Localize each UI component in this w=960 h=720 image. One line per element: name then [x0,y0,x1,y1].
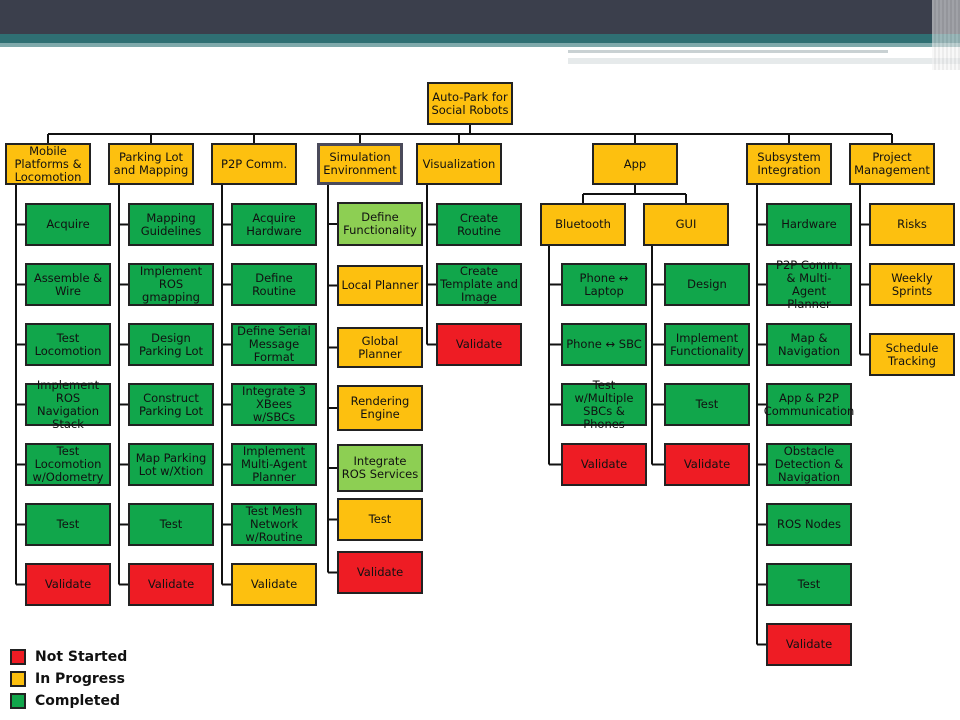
task-gui-validate: Validate [664,443,750,486]
task-mobile-platforms-locomotion-test: Test [25,503,111,546]
task-bluetooth-test-w-multiple-sbcs-phones: Test w/Multiple SBCs & Phones [561,378,647,430]
task-mobile-platforms-locomotion-implement-ros-navigation-stack: Implement ROS Navigation Stack [25,378,111,430]
slide-accent-line [568,50,888,53]
task-subsystem-integration-map-navigation: Map & Navigation [766,323,852,366]
slide-accent-line [568,58,960,64]
task-parking-lot-and-mapping-implement-ros-gmapping: Implement ROS gmapping [128,263,214,306]
task-subsystem-integration-app-p2p-communication: App & P2P Communication [764,383,854,426]
task-parking-lot-and-mapping-validate: Validate [128,563,214,606]
task-p2p-comm-test-mesh-network-w-routine: Test Mesh Network w/Routine [231,503,317,546]
task-bluetooth-phone-sbc: Phone ↔ SBC [561,323,647,366]
column-header-visualization: Visualization [416,143,502,185]
slide-header-bar [0,0,960,34]
task-gui-implement-functionality: Implement Functionality [664,323,750,366]
column-header-mobile-platforms-locomotion: Mobile Platforms & Locomotion [5,143,91,185]
task-project-management-weekly-sprints: Weekly Sprints [869,263,955,306]
task-p2p-comm-validate: Validate [231,563,317,606]
task-subsystem-integration-hardware: Hardware [766,203,852,246]
task-mobile-platforms-locomotion-assemble-wire: Assemble & Wire [25,263,111,306]
task-subsystem-integration-ros-nodes: ROS Nodes [766,503,852,546]
column-header-simulation-environment: Simulation Environment [317,143,403,185]
legend-label-in-progress: In Progress [35,671,125,687]
task-simulation-environment-test: Test [337,498,423,541]
task-parking-lot-and-mapping-design-parking-lot: Design Parking Lot [128,323,214,366]
subgroup-gui: GUI [643,203,729,246]
task-visualization-create-template-and-image: Create Template and Image [436,263,522,306]
task-simulation-environment-validate: Validate [337,551,423,594]
column-header-subsystem-integration: Subsystem Integration [746,143,832,185]
task-subsystem-integration-p2p-comm-multi-agent-planner: P2P Comm. & Multi-Agent Planner [766,258,852,310]
task-simulation-environment-global-planner: Global Planner [337,327,423,368]
legend-swatch-completed [10,693,26,709]
task-subsystem-integration-validate: Validate [766,623,852,666]
subgroup-bluetooth: Bluetooth [540,203,626,246]
task-subsystem-integration-obstacle-detection-navigation: Obstacle Detection & Navigation [766,443,852,486]
task-p2p-comm-define-serial-message-format: Define Serial Message Format [231,323,317,366]
task-p2p-comm-define-routine: Define Routine [231,263,317,306]
task-mobile-platforms-locomotion-test-locomotion-w-odometry: Test Locomotion w/Odometry [25,443,111,486]
task-parking-lot-and-mapping-construct-parking-lot: Construct Parking Lot [128,383,214,426]
task-visualization-create-routine: Create Routine [436,203,522,246]
legend-label-completed: Completed [35,693,121,709]
task-p2p-comm-integrate-3-xbees-w-sbcs: Integrate 3 XBees w/SBCs [231,383,317,426]
task-bluetooth-phone-laptop: Phone ↔ Laptop [561,263,647,306]
task-bluetooth-validate: Validate [561,443,647,486]
column-header-parking-lot-and-mapping: Parking Lot and Mapping [108,143,194,185]
task-gui-test: Test [664,383,750,426]
legend-swatch-in-progress [10,671,26,687]
task-project-management-risks: Risks [869,203,955,246]
task-gui-design: Design [664,263,750,306]
column-header-p2p-comm: P2P Comm. [211,143,297,185]
root-node: Auto-Park for Social Robots [427,82,513,125]
task-mobile-platforms-locomotion-test-locomotion: Test Locomotion [25,323,111,366]
task-parking-lot-and-mapping-test: Test [128,503,214,546]
column-header-project-management: Project Management [849,143,935,185]
task-parking-lot-and-mapping-map-parking-lot-w-xtion: Map Parking Lot w/Xtion [128,443,214,486]
task-simulation-environment-local-planner: Local Planner [337,265,423,306]
slide-corner-pattern [932,0,960,70]
task-simulation-environment-define-functionality: Define Functionality [337,202,423,246]
task-mobile-platforms-locomotion-validate: Validate [25,563,111,606]
task-simulation-environment-integrate-ros-services: Integrate ROS Services [337,444,423,492]
column-header-app: App [592,143,678,185]
legend-swatch-not-started [10,649,26,665]
task-parking-lot-and-mapping-mapping-guidelines: Mapping Guidelines [128,203,214,246]
task-project-management-schedule-tracking: Schedule Tracking [869,333,955,376]
slide-accent-bar [0,34,960,43]
task-visualization-validate: Validate [436,323,522,366]
task-p2p-comm-acquire-hardware: Acquire Hardware [231,203,317,246]
task-subsystem-integration-test: Test [766,563,852,606]
legend-label-not-started: Not Started [35,649,128,665]
task-mobile-platforms-locomotion-acquire: Acquire [25,203,111,246]
slide-accent-bar-light [0,43,960,47]
task-p2p-comm-implement-multi-agent-planner: Implement Multi-Agent Planner [231,443,317,486]
task-simulation-environment-rendering-engine: Rendering Engine [337,385,423,431]
